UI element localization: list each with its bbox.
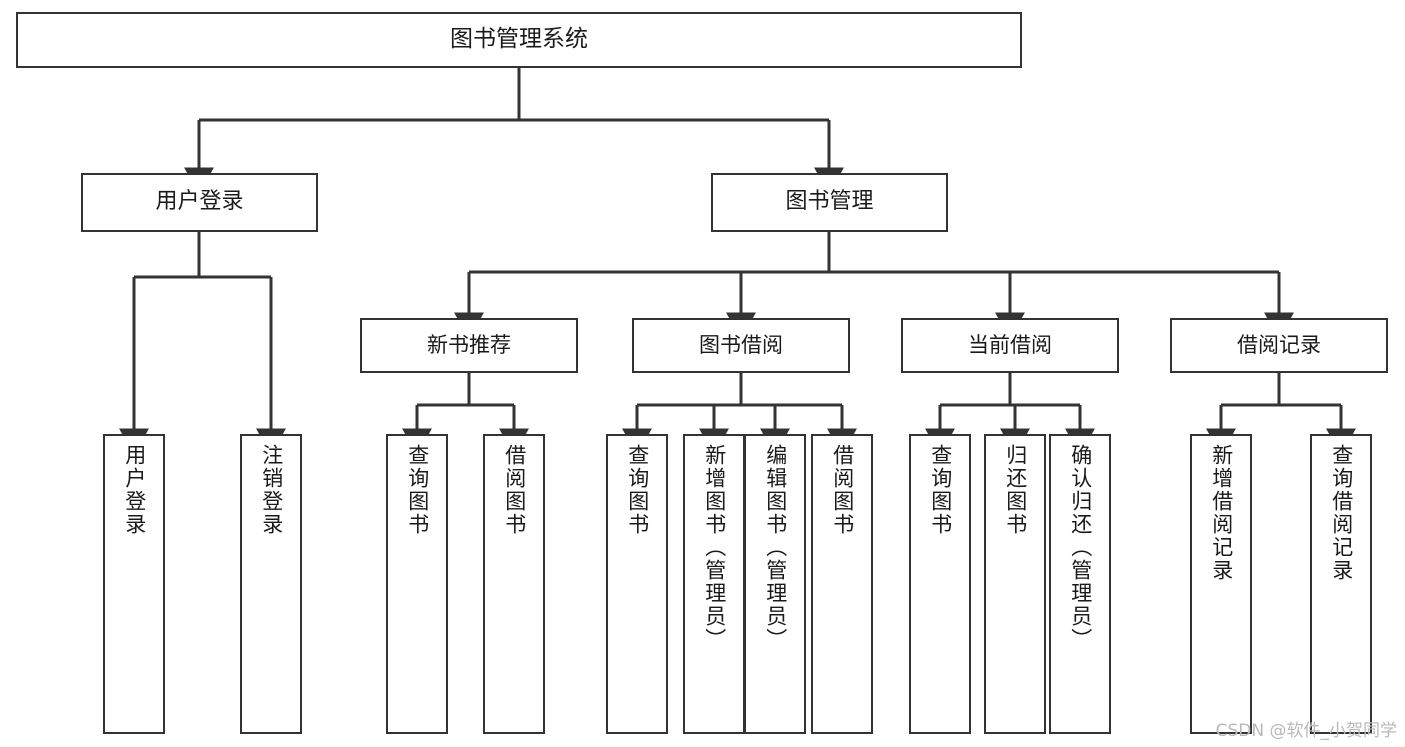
node-label: 图书管理 — [785, 189, 874, 215]
node-label: 图书管理系统 — [450, 26, 588, 53]
node-label: 编辑图书（管理员） — [763, 444, 788, 651]
node-label: 新增借阅记录 — [1209, 444, 1234, 582]
node-leaf-0[interactable]: 用户登录 — [103, 434, 165, 734]
node-label: 用户登录 — [122, 444, 147, 536]
node-level2-1[interactable]: 图书管理 — [711, 173, 948, 232]
node-leaf-6[interactable]: 编辑图书（管理员） — [744, 434, 806, 734]
node-level3-0[interactable]: 新书推荐 — [360, 318, 578, 373]
node-root[interactable]: 图书管理系统 — [16, 12, 1022, 68]
node-leaf-2[interactable]: 查询图书 — [386, 434, 448, 734]
node-label: 新增图书（管理员） — [702, 444, 727, 651]
node-label: 借阅记录 — [1237, 332, 1321, 357]
node-label: 当前借阅 — [968, 332, 1052, 357]
node-label: 查询图书 — [405, 444, 430, 536]
node-leaf-10[interactable]: 确认归还（管理员） — [1049, 434, 1111, 734]
watermark-text: CSDN @软件_小贺同学 — [1215, 721, 1397, 741]
node-label: 图书借阅 — [699, 332, 783, 357]
node-level3-1[interactable]: 图书借阅 — [632, 318, 850, 373]
node-leaf-4[interactable]: 查询图书 — [606, 434, 668, 734]
node-level2-0[interactable]: 用户登录 — [81, 173, 318, 232]
node-leaf-8[interactable]: 查询图书 — [909, 434, 971, 734]
connector-lines — [119, 68, 1356, 456]
node-label: 借阅图书 — [830, 444, 855, 536]
node-leaf-11[interactable]: 新增借阅记录 — [1190, 434, 1252, 734]
node-label: 查询借阅记录 — [1329, 444, 1354, 582]
node-label: 归还图书 — [1003, 444, 1028, 536]
node-level3-2[interactable]: 当前借阅 — [901, 318, 1119, 373]
node-leaf-5[interactable]: 新增图书（管理员） — [683, 434, 745, 734]
node-leaf-7[interactable]: 借阅图书 — [811, 434, 873, 734]
node-label: 注销登录 — [259, 444, 284, 536]
node-leaf-9[interactable]: 归还图书 — [984, 434, 1046, 734]
node-label: 查询图书 — [928, 444, 953, 536]
node-label: 查询图书 — [625, 444, 650, 536]
node-label: 确认归还（管理员） — [1068, 444, 1093, 651]
node-leaf-1[interactable]: 注销登录 — [240, 434, 302, 734]
node-label: 用户登录 — [155, 189, 244, 215]
node-level3-3[interactable]: 借阅记录 — [1170, 318, 1388, 373]
node-label: 借阅图书 — [502, 444, 527, 536]
node-label: 新书推荐 — [427, 332, 511, 357]
node-leaf-3[interactable]: 借阅图书 — [483, 434, 545, 734]
node-leaf-12[interactable]: 查询借阅记录 — [1310, 434, 1372, 734]
